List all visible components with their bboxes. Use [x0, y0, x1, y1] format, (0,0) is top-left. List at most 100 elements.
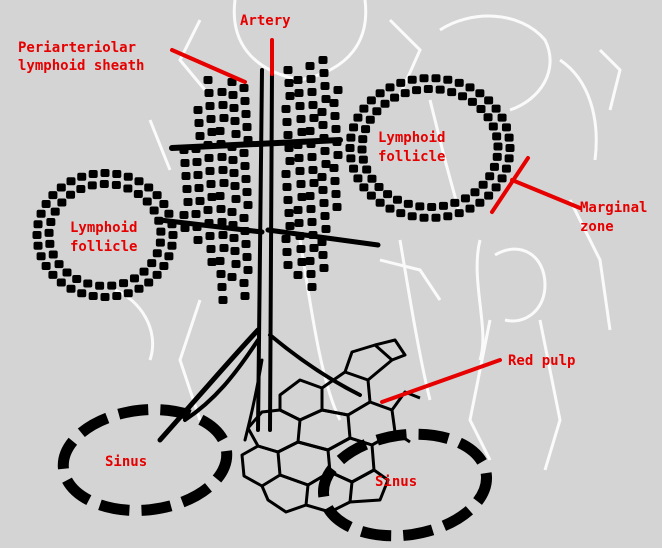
lymphocyte-dot	[320, 264, 329, 272]
lymphocyte-dot	[334, 86, 343, 94]
follicle-cell-dot	[159, 262, 168, 270]
lymphocyte-dot	[306, 62, 315, 70]
follicle-left-label-line1: Lymphoid	[70, 220, 137, 236]
lymphocyte-dot	[219, 296, 228, 304]
lymphocyte-dot	[219, 231, 228, 239]
follicle-cell-dot	[42, 262, 51, 270]
lymphocyte-dot	[294, 76, 303, 84]
follicle-cell-dot	[401, 89, 410, 97]
lymphocyte-dot	[284, 261, 293, 269]
follicle-cell-dot	[135, 177, 144, 185]
lymphocyte-dot	[282, 170, 291, 178]
follicle-cell-dot	[34, 242, 43, 250]
lymphocyte-dot	[298, 193, 307, 201]
lymphocyte-dot	[308, 218, 317, 226]
follicle-cell-dot	[455, 79, 464, 87]
follicle-cell-dot	[42, 200, 51, 208]
lymphocyte-dot	[205, 89, 214, 97]
follicle-cell-dot	[159, 200, 168, 208]
lymphocyte-dot	[319, 121, 328, 129]
follicle-cell-dot	[89, 170, 98, 178]
follicle-cell-dot	[466, 205, 475, 213]
lymphocyte-dot	[284, 196, 293, 204]
follicle-cell-dot	[358, 135, 367, 143]
lymphocyte-dot	[307, 75, 316, 83]
follicle-cell-dot	[135, 285, 144, 293]
lymphocyte-dot	[216, 257, 225, 265]
follicle-cell-dot	[154, 217, 163, 225]
lymphocyte-dot	[297, 180, 306, 188]
lymphocyte-dot	[192, 145, 201, 153]
lymphocyte-dot	[240, 149, 249, 157]
lymphocyte-dot	[334, 151, 343, 159]
follicle-cell-dot	[505, 134, 514, 142]
lymphocyte-dot	[240, 279, 249, 287]
follicle-cell-dot	[492, 105, 501, 113]
lymphocyte-dot	[228, 273, 237, 281]
follicle-cell-dot	[408, 76, 417, 84]
lymphocyte-dot	[307, 205, 316, 213]
follicle-cell-dot	[427, 203, 436, 211]
lymphocyte-dot	[298, 258, 307, 266]
lymphocyte-dot	[231, 247, 240, 255]
lymphocyte-dot	[230, 234, 239, 242]
lymphocyte-dot	[333, 203, 342, 211]
follicle-cell-dot	[77, 289, 86, 297]
follicle-cell-dot	[383, 190, 392, 198]
marginal-zone-label-line2: zone	[580, 219, 614, 235]
lymphocyte-dot	[322, 95, 331, 103]
follicle-cell-dot	[475, 89, 484, 97]
follicle-cell-dot	[466, 83, 475, 91]
lymphocyte-dot	[331, 112, 340, 120]
follicle-cell-dot	[33, 231, 42, 239]
marginal-zone-pointer	[512, 180, 580, 208]
lymphocyte-dot	[296, 102, 305, 110]
lymphocyte-dot	[193, 223, 202, 231]
follicle-cell-dot	[140, 268, 149, 276]
follicle-cell-dot	[124, 289, 133, 297]
follicle-cell-dot	[89, 292, 98, 300]
lymphocyte-dot	[230, 104, 239, 112]
lymphocyte-dot	[204, 76, 213, 84]
follicle-cell-dot	[408, 212, 417, 220]
follicle-cell-dot	[346, 144, 355, 152]
follicle-cell-dot	[156, 228, 165, 236]
follicle-cell-dot	[404, 200, 413, 208]
lymphocyte-dot	[294, 141, 303, 149]
follicle-cell-dot	[37, 210, 46, 218]
artery-label: Artery	[240, 13, 291, 29]
follicle-cell-dot	[34, 220, 43, 228]
follicle-cell-dot	[455, 209, 464, 217]
lymphocyte-dot	[309, 166, 318, 174]
lymphocyte-dot	[244, 136, 253, 144]
lymphocyte-dot	[220, 244, 229, 252]
follicle-cell-dot	[372, 107, 381, 115]
lymphocyte-dot	[205, 219, 214, 227]
lymphocyte-dot	[295, 219, 304, 227]
follicle-cell-dot	[505, 154, 514, 162]
lymphocyte-dot	[205, 154, 214, 162]
follicle-cell-dot	[431, 214, 440, 222]
follicle-cell-dot	[349, 123, 358, 131]
lymphocyte-dot	[320, 69, 329, 77]
lymphocyte-dot	[208, 128, 217, 136]
artery-tree	[160, 70, 378, 440]
lymphocyte-dot	[319, 186, 328, 194]
lymphocyte-dot	[310, 114, 319, 122]
follicle-cell-dot	[55, 260, 64, 268]
follicle-cell-dot	[143, 198, 152, 206]
lymphocyte-dot	[322, 160, 331, 168]
follicle-cell-dot	[153, 271, 162, 279]
lymphocyte-dot	[196, 132, 205, 140]
lymphocyte-dot	[309, 101, 318, 109]
lymphocyte-dot	[333, 138, 342, 146]
follicle-cell-dot	[506, 144, 515, 152]
follicle-cell-dot	[144, 278, 153, 286]
follicle-cell-dot	[484, 96, 493, 104]
follicle-cell-dot	[83, 280, 92, 288]
lymphocyte-dot	[194, 106, 203, 114]
lymphocyte-dot	[180, 211, 189, 219]
lymphocyte-dot	[284, 131, 293, 139]
